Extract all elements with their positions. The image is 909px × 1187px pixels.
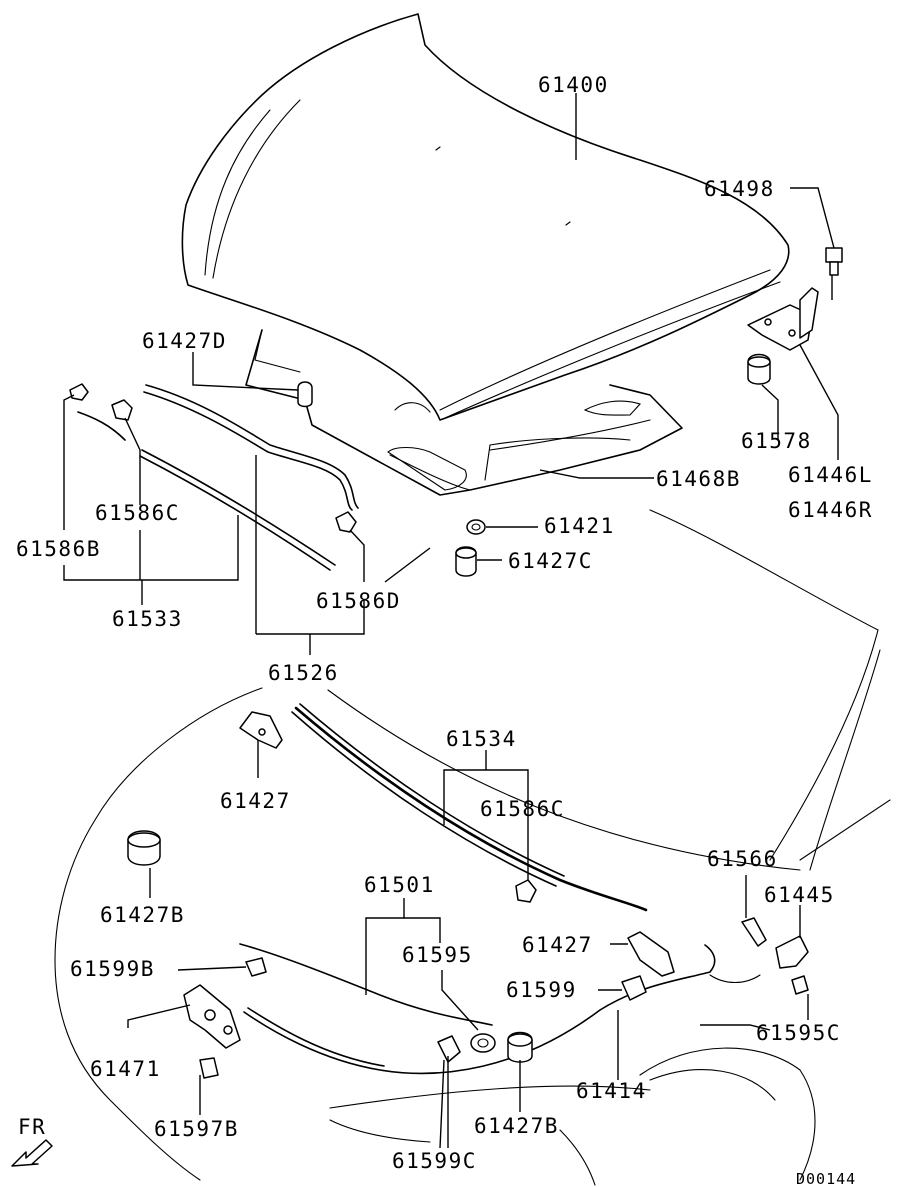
grommet-61421	[466, 519, 486, 535]
label-61595: 61595	[402, 943, 473, 967]
clip-61586d	[335, 511, 357, 533]
label-61599c: 61599C	[392, 1149, 477, 1173]
bracket-61427-lower	[627, 931, 675, 977]
clip-61586c-upper	[111, 399, 133, 421]
label-61534: 61534	[446, 727, 517, 751]
hood-inner-frame	[245, 329, 683, 496]
label-61599b: 61599B	[70, 957, 155, 981]
grommet-61595	[470, 1033, 496, 1053]
release-cable	[239, 943, 761, 1075]
hood-panel	[181, 13, 790, 421]
clip-61595c	[791, 975, 809, 995]
label-61586c-lower: 61586C	[480, 797, 565, 821]
bracket-61427-upper	[239, 711, 283, 749]
label-61586d: 61586D	[316, 589, 401, 613]
label-61427c: 61427C	[508, 549, 593, 573]
clip-61599	[621, 975, 647, 1001]
clip-61599b	[245, 957, 267, 977]
drawing-code: D00144	[796, 1170, 856, 1187]
label-61501: 61501	[364, 873, 435, 897]
label-61421: 61421	[544, 514, 615, 538]
leader-lines	[63, 93, 839, 1149]
bolt-61566	[741, 917, 767, 947]
label-61427-lower: 61427	[522, 933, 593, 957]
label-61578: 61578	[741, 429, 812, 453]
label-61427b-lower: 61427B	[474, 1114, 559, 1138]
label-61446r: 61446R	[788, 498, 873, 522]
weatherstrip-61533	[77, 411, 336, 571]
hood-bumper-61578	[747, 353, 771, 385]
label-61599: 61599	[506, 978, 577, 1002]
clip-61599c	[437, 1035, 461, 1063]
direction-label: FR	[18, 1115, 46, 1139]
label-61446l: 61446L	[788, 463, 873, 487]
weatherstrip-61526	[143, 384, 359, 511]
label-61566: 61566	[707, 847, 778, 871]
clip-61586c-lower	[515, 879, 537, 903]
bumper-61427b-lower	[507, 1031, 533, 1063]
front-direction-arrow: FR	[11, 1115, 53, 1167]
label-61586b: 61586B	[16, 537, 101, 561]
label-61427b-left: 61427B	[100, 903, 185, 927]
label-61400: 61400	[538, 73, 609, 97]
hinge-bolt	[825, 247, 843, 276]
label-61498: 61498	[704, 177, 775, 201]
label-61468b: 61468B	[656, 467, 741, 491]
striker-61445	[775, 935, 809, 969]
label-61445: 61445	[764, 883, 835, 907]
label-61471: 61471	[90, 1057, 161, 1081]
clip-61586b	[69, 383, 89, 401]
label-61597b: 61597B	[154, 1117, 239, 1141]
label-61595c: 61595C	[756, 1021, 841, 1045]
label-61427-upper: 61427	[220, 789, 291, 813]
bumper-61427b-left	[127, 830, 161, 866]
part-labels: 61400 61498 61427D 61578 61446L 61446R 6…	[16, 73, 873, 1173]
body-outline	[54, 509, 891, 1186]
label-61526: 61526	[268, 661, 339, 685]
bumper-61427c	[455, 546, 477, 577]
label-61414: 61414	[576, 1079, 647, 1103]
clip-61427d	[297, 381, 313, 408]
weatherstrip-61534	[291, 703, 648, 912]
bolt-61597b	[199, 1057, 219, 1079]
label-61586c-upper: 61586C	[95, 501, 180, 525]
hood-lock-61471	[183, 984, 241, 1049]
hood-hinge	[747, 268, 833, 351]
label-61427d: 61427D	[142, 329, 227, 353]
label-61533: 61533	[112, 607, 183, 631]
